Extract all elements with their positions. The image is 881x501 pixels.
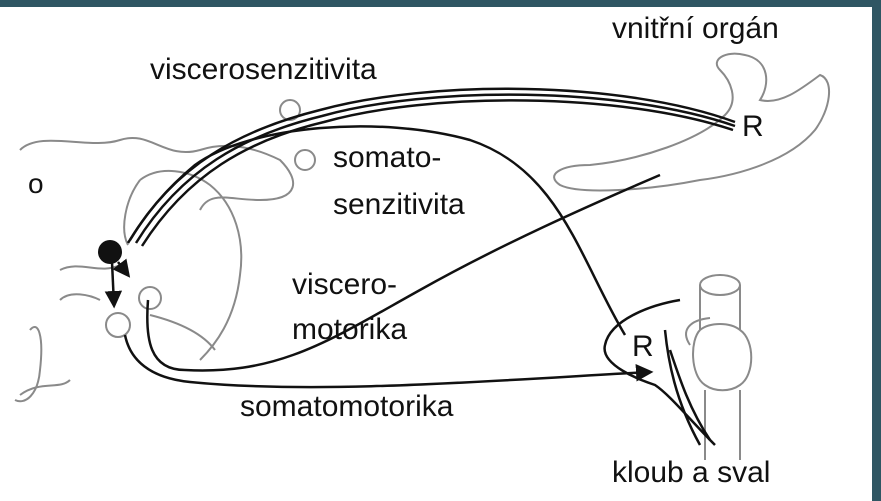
viscerosensitivity-label: viscerosenzitivita <box>150 53 377 86</box>
joint-receptor-label: R <box>632 330 654 363</box>
muscle-loop <box>603 298 716 446</box>
side-mark-label: o <box>28 168 44 199</box>
somatosensitivity-label-line1: somato- <box>333 141 442 174</box>
ganglion-circle-low <box>105 312 131 338</box>
spinal-cord-outline <box>14 137 295 403</box>
neuron-body <box>98 240 122 264</box>
somatomotor-label: somatomotorika <box>240 390 454 423</box>
ganglion-circle-mid <box>294 149 316 171</box>
joint-connector-a <box>668 349 712 441</box>
top-frame-bar <box>0 0 881 7</box>
joint-outline <box>685 274 753 460</box>
visceromotor-pathway <box>146 173 661 372</box>
somatomotor-pathway <box>123 334 654 389</box>
right-frame-bar <box>872 0 881 501</box>
neuron-arrow-right <box>112 258 131 278</box>
organ-label: vnitřní orgán <box>612 12 779 45</box>
organ-receptor-label: R <box>742 110 764 143</box>
ganglion-circle-left <box>138 286 162 310</box>
visceromotor-label-line1: viscero- <box>292 268 398 301</box>
neuron-arrow-down <box>104 261 123 309</box>
somatosensitivity-label-line2: senzitivita <box>333 188 465 221</box>
ganglion-circle-top <box>279 99 301 121</box>
somatosensitivity-pathway <box>126 125 627 336</box>
ganglion-circles <box>105 99 316 338</box>
joint-connector-b <box>663 329 702 446</box>
visceromotor-label-line2: motorika <box>292 313 408 346</box>
internal-organ-outline <box>553 52 831 192</box>
joint-muscle-label: kloub a sval <box>612 456 771 489</box>
